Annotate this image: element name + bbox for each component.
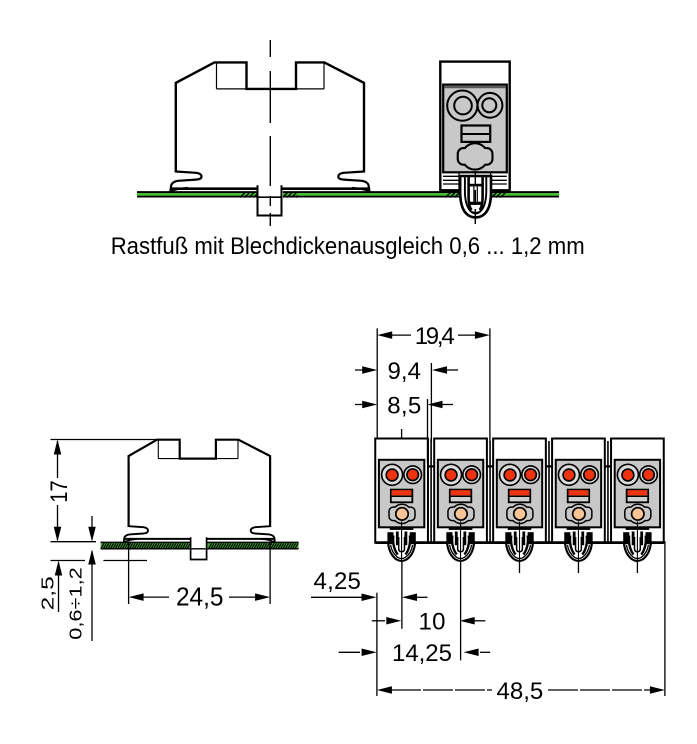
svg-text:10: 10 <box>419 609 446 636</box>
svg-text:9,4: 9,4 <box>387 358 421 385</box>
svg-text:24,5: 24,5 <box>176 582 224 612</box>
svg-text:19,4: 19,4 <box>415 323 455 350</box>
svg-text:Rastfuß mit Blechdickenausglei: Rastfuß mit Blechdickenausgleich 0,6 ...… <box>111 233 585 260</box>
svg-text:14,25: 14,25 <box>392 640 452 667</box>
svg-text:0,6÷1,2: 0,6÷1,2 <box>65 567 85 640</box>
svg-text:4,25: 4,25 <box>314 568 361 595</box>
svg-text:17: 17 <box>46 480 73 502</box>
svg-text:2,5: 2,5 <box>38 576 58 610</box>
svg-text:8,5: 8,5 <box>387 392 421 419</box>
svg-text:48,5: 48,5 <box>497 678 544 705</box>
